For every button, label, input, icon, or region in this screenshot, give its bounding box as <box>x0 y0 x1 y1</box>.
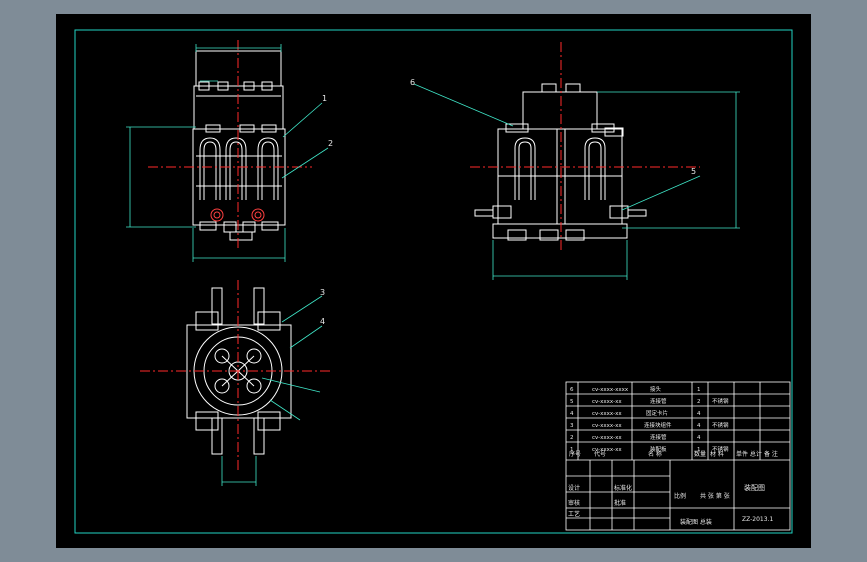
leader-label-6: 6 <box>410 78 415 87</box>
side-view[interactable] <box>474 83 647 241</box>
row2-qty: 4 <box>697 435 701 441</box>
row6-qty: 1 <box>697 387 701 393</box>
row5-mat: 不锈钢 <box>712 397 729 405</box>
front-leaders <box>281 102 329 179</box>
row3-qty: 4 <box>697 423 701 429</box>
row2-no: 2 <box>570 435 574 441</box>
hdr-name: 名 称 <box>648 450 662 458</box>
row5-no: 5 <box>570 399 574 405</box>
sheet-background <box>56 14 811 548</box>
front-dimensions <box>126 44 286 262</box>
inner-frame <box>74 29 793 534</box>
top-leaders <box>221 295 323 486</box>
leader-label-2: 2 <box>328 139 333 148</box>
row4-no: 4 <box>570 411 574 417</box>
company-name: 装配图 总装 <box>680 518 712 526</box>
leader-label-4: 4 <box>320 317 325 326</box>
std-label: 标准化 <box>614 484 632 492</box>
sheet-label: 共 张 第 张 <box>700 492 730 500</box>
row2-name: 连接管 <box>650 433 667 441</box>
row6-code: cv-xxxx-xxxx <box>592 387 629 393</box>
front-view[interactable] <box>192 50 286 241</box>
hdr-wt: 单件 总计 <box>736 450 762 458</box>
row1-no: 1 <box>570 447 574 453</box>
hdr-qty: 数量 <box>694 450 706 458</box>
side-leaders <box>413 83 701 211</box>
row6-no: 6 <box>570 387 574 393</box>
row6-name: 接头 <box>650 385 662 393</box>
row3-code: cv-xxxx-xx <box>592 423 622 429</box>
hdr-mat: 材 料 <box>710 450 724 458</box>
checker-label: 审核 <box>568 499 580 507</box>
process-label: 工艺 <box>568 510 580 518</box>
row4-name: 固定卡片 <box>646 409 668 417</box>
scale-label: 比例 <box>674 492 686 500</box>
row1-code: cv-xxxx-xx <box>592 447 622 453</box>
row1-mat: 不锈钢 <box>712 445 729 453</box>
row3-no: 3 <box>570 423 574 429</box>
row4-qty: 4 <box>697 411 701 417</box>
drawing-name: 装配图 <box>744 483 765 492</box>
row5-qty: 2 <box>697 399 701 405</box>
leader-label-5: 5 <box>691 167 696 176</box>
drawing-number: ZZ-2013.1 <box>742 516 773 523</box>
approve-label: 批准 <box>614 499 626 507</box>
hdr-note: 备 注 <box>764 450 778 458</box>
side-dimensions <box>492 91 740 280</box>
row3-mat: 不锈钢 <box>712 421 729 429</box>
row2-code: cv-xxxx-xx <box>592 435 622 441</box>
row1-name: 装配板 <box>650 445 667 453</box>
row3-name: 连接块组件 <box>644 421 672 429</box>
parts-list-text: 6 cv-xxxx-xxxx 接头 1 5 cv-xxxx-xx 连接管 2 不… <box>570 385 729 453</box>
title-block[interactable] <box>565 381 791 531</box>
row4-code: cv-xxxx-xx <box>592 411 622 417</box>
leader-label-1: 1 <box>322 94 327 103</box>
hdr-no: 序号 <box>569 450 581 458</box>
title-block-text: 序号 代号 名 称 数量 材 料 单件 总计 备 注 装配图 ZZ-2013.1… <box>568 450 778 526</box>
designer-label: 设计 <box>568 484 580 492</box>
leader-label-3: 3 <box>320 288 325 297</box>
row1-qty: 1 <box>697 447 701 453</box>
hdr-code: 代号 <box>594 450 606 458</box>
row5-name: 连接管 <box>650 397 667 405</box>
row5-code: cv-xxxx-xx <box>592 399 622 405</box>
